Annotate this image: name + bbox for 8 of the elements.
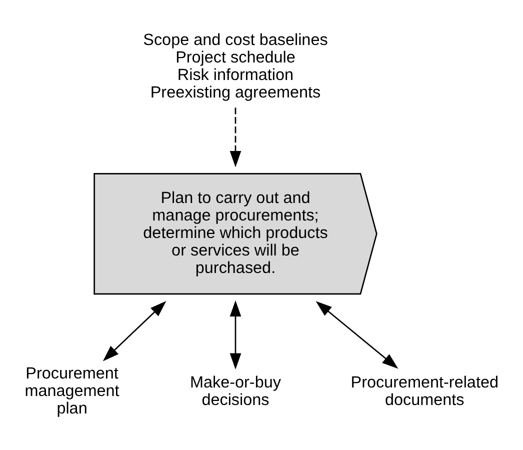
node-text: Make-or-buy decisions (190, 373, 281, 409)
arrow (230, 108, 242, 168)
arrow (230, 300, 242, 370)
arrow (102, 300, 166, 362)
arrow (316, 301, 398, 369)
node-text: Procurement management plan (24, 364, 120, 418)
node-text: Procurement-related documents (350, 373, 498, 409)
node-text: Scope and cost baselines Project schedule Risk information Preexisting agreements (143, 30, 328, 102)
